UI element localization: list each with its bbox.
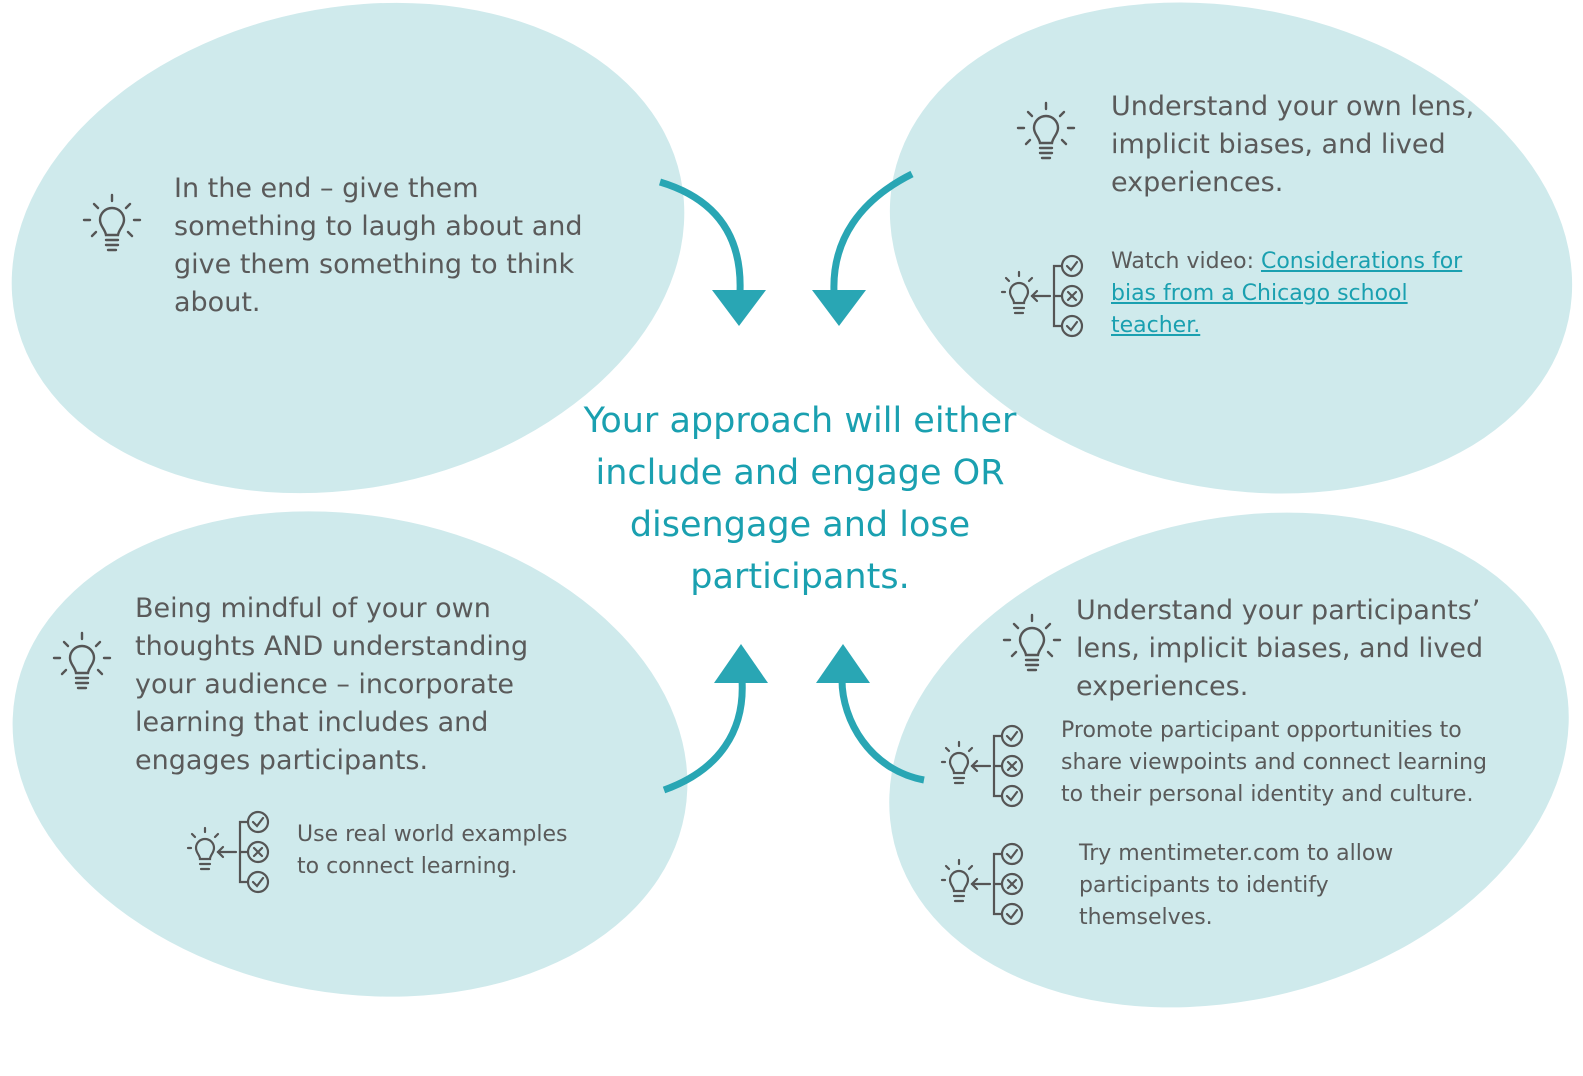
lightbulb-icon xyxy=(52,631,112,690)
arrowhead-bottom-right xyxy=(816,644,870,683)
lightbulb-icon xyxy=(1002,613,1062,672)
arrow-top-right xyxy=(830,170,914,293)
arrows-layer xyxy=(658,170,925,794)
bottom-left-tip: Use real world examples to connect learn… xyxy=(297,822,568,879)
arrowhead-top-right xyxy=(812,290,866,326)
arrow-top-left xyxy=(658,178,744,293)
top-right-text: Understand your own lens, implicit biase… xyxy=(1111,91,1475,198)
arrowhead-bottom-left xyxy=(714,644,768,683)
decision-lightbulb-icon xyxy=(1000,254,1084,338)
decision-lightbulb-icon xyxy=(186,810,270,894)
lightbulb-icon xyxy=(1016,101,1076,160)
arrowhead-top-left xyxy=(712,290,766,326)
bottom-right-tip-2: Try mentimeter.com to allow participants… xyxy=(1079,841,1394,930)
bottom-left-text: Being mindful of your own thoughts AND u… xyxy=(135,593,529,776)
lightbulb-icon xyxy=(82,193,142,252)
decision-lightbulb-icon xyxy=(940,724,1024,808)
center-message: Your approach will either include and en… xyxy=(583,401,1017,597)
bottom-right-text: Understand your participants’ lens, impl… xyxy=(1076,595,1484,702)
arrow-bottom-right xyxy=(838,679,925,784)
video-prefix: Watch video: xyxy=(1111,249,1261,274)
top-right-video: Watch video: Considerations for bias fro… xyxy=(1111,246,1491,342)
decision-lightbulb-icon xyxy=(940,842,1024,926)
bottom-right-tip-1: Promote participant opportunities to sha… xyxy=(1061,718,1488,807)
arrow-bottom-left xyxy=(662,679,746,794)
video-link[interactable]: Considerations for bias from a Chicago s… xyxy=(1111,249,1463,338)
top-left-text: In the end – give them something to laug… xyxy=(174,173,583,318)
